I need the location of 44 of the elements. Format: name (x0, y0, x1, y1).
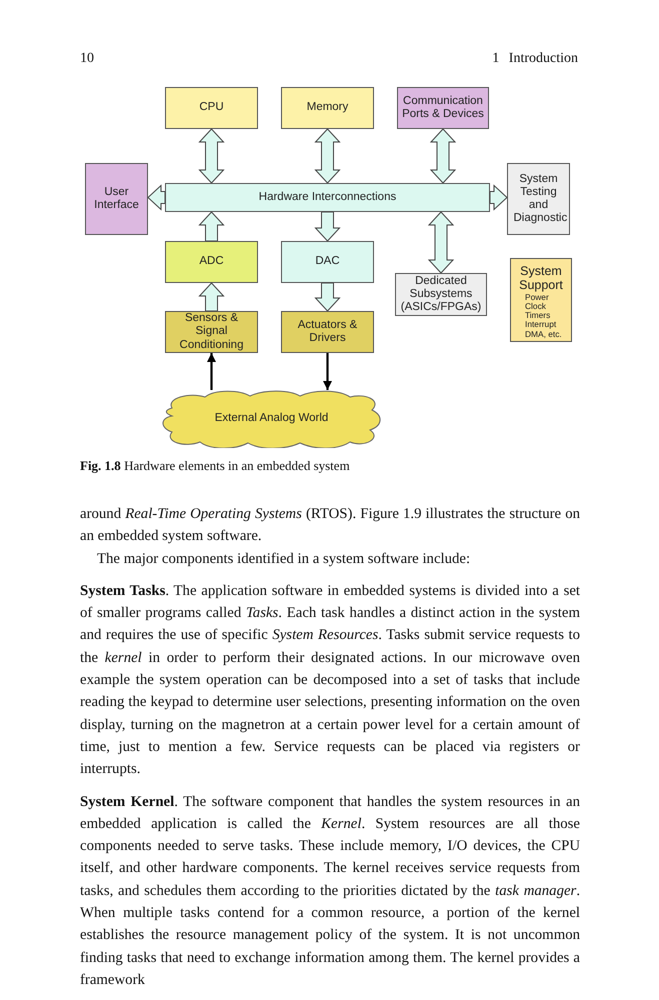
block-arrow (490, 184, 508, 211)
box-label: CPU (199, 101, 224, 115)
component-box (397, 87, 489, 129)
double-block-arrow (428, 211, 454, 274)
box-label: User Interface (93, 186, 140, 212)
block-arrow (147, 184, 166, 211)
running-head: 1 Introduction (491, 50, 578, 68)
component-box (281, 87, 374, 129)
double-block-arrow (314, 128, 341, 184)
box-label: DAC (315, 255, 340, 269)
box-heading: System Support (518, 264, 564, 293)
component-box (85, 163, 148, 235)
arrow (323, 353, 332, 390)
page-number: 10 (80, 50, 95, 68)
component-box (165, 87, 258, 129)
double-block-arrow (198, 128, 225, 184)
paragraph: System Tasks. The application software in embedded systems is divided into a set of smaller programs called Tasks. Each task handles a distinct action in the system and requires the use of specific System Resources. Tasks submit service requests to the kernel in order to perform their designated actions. In our microwave oven example the system operation can be decomposed into a set of tasks that include reading the keypad to determine user selections, presenting information on the oven display, turning on the magnetron at a certain power level for a certain amount of time, just to mention a few. Service requests can be placed via registers or interrupts. (80, 582, 580, 780)
box-label: External Analog World (214, 412, 328, 426)
box-label: Memory (306, 101, 348, 115)
cloud-shape (160, 390, 383, 448)
bus-band (165, 183, 490, 212)
block-arrow (314, 282, 341, 312)
paragraph: System Kernel. The software component that handles the system resources in an embedded application is called the Kernel. System resources are all those components needed to serve tasks. These include memory, I/O devices, the CPU itself, and other hardware components. The kernel receives service requests from tasks, and schedules them according to the priorities dictated by the task manager. When multiple tasks contend for a common resource, a portion of the kernel establishes the resource management policy of the system. It is not uncommon finding tasks that need to exchange information among them. The kernel provides a framework (80, 792, 580, 990)
box-label: ADC (199, 255, 224, 269)
block-arrow (198, 211, 225, 242)
paragraph: The major components identified in a system software include: (97, 550, 472, 569)
component-box (281, 311, 374, 353)
block-arrow (198, 282, 225, 312)
box-label: Hardware Interconnections (258, 190, 396, 204)
component-box (281, 241, 374, 283)
component-box (510, 258, 572, 342)
box-label: Dedicated Subsystems (ASICs/FPGAs) (400, 274, 482, 314)
item-list: Power Clock Timers Interrupt DMA, etc. (525, 292, 569, 339)
box-label: Sensors & Signal Conditioning (178, 312, 244, 352)
figure-caption: Fig. 1.8 Hardware elements in an embedded system (80, 457, 351, 475)
component-box (507, 163, 570, 235)
box-label: Communication Ports & Devices (401, 94, 485, 122)
block-arrow (314, 212, 341, 242)
paragraph: around Real-Time Operating Systems (RTOS). Figure 1.9 illustrates the structure on an embedded system software. (80, 505, 580, 546)
box-label: Actuators & Drivers (296, 318, 358, 346)
component-box (165, 311, 258, 353)
double-block-arrow (430, 128, 456, 184)
arrow (207, 353, 216, 390)
component-box (165, 241, 258, 283)
